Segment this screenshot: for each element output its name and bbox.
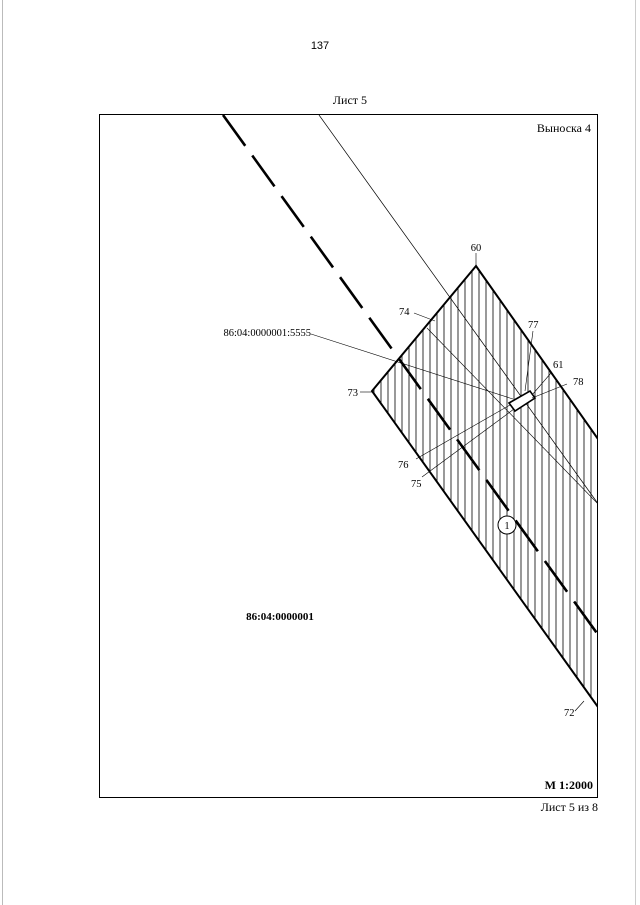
leader-parcel-label bbox=[310, 333, 514, 400]
map-frame: 86:04:0000001:5555 60 61 72 73 74 75 76 … bbox=[99, 114, 598, 798]
leader-77 bbox=[524, 330, 534, 392]
point-60: 60 bbox=[471, 243, 482, 254]
inner-line bbox=[426, 327, 597, 504]
zone-outline bbox=[370, 264, 597, 708]
zone-marker-circle bbox=[497, 515, 517, 535]
scan-edge-left bbox=[2, 0, 3, 905]
sheet-footer: Лист 5 из 8 bbox=[540, 800, 598, 814]
scan-edge-right bbox=[635, 0, 636, 905]
point-73: 73 bbox=[348, 388, 359, 399]
scale-label: М 1:2000 bbox=[544, 778, 593, 792]
sheet-title: Лист 5 bbox=[332, 93, 368, 107]
leader-75 bbox=[421, 408, 515, 478]
callout-title: Выноска 4 bbox=[536, 121, 591, 135]
road-edge-line bbox=[318, 115, 597, 503]
point-76: 76 bbox=[398, 460, 409, 471]
leader-72 bbox=[574, 700, 585, 712]
leader-61 bbox=[531, 372, 552, 396]
point-74: 74 bbox=[399, 307, 410, 318]
leader-78 bbox=[531, 383, 568, 399]
map-drawing: 86:04:0000001:5555 60 61 72 73 74 75 76 … bbox=[221, 115, 597, 719]
leader-74 bbox=[413, 312, 436, 322]
parcel-5555 bbox=[507, 389, 537, 413]
point-61: 61 bbox=[553, 360, 564, 371]
leader-76 bbox=[415, 404, 511, 460]
point-77: 77 bbox=[528, 320, 539, 331]
point-75: 75 bbox=[411, 479, 422, 490]
hatched-zone bbox=[373, 266, 592, 707]
point-72: 72 bbox=[564, 708, 575, 719]
parcel-label: 86:04:0000001:5555 bbox=[223, 328, 311, 339]
dashed-boundary bbox=[221, 115, 597, 636]
page-number: 137 bbox=[310, 40, 330, 52]
zone-marker-label: 1 bbox=[504, 521, 509, 532]
block-label: 86:04:0000001 bbox=[246, 611, 314, 623]
point-78: 78 bbox=[573, 377, 584, 388]
